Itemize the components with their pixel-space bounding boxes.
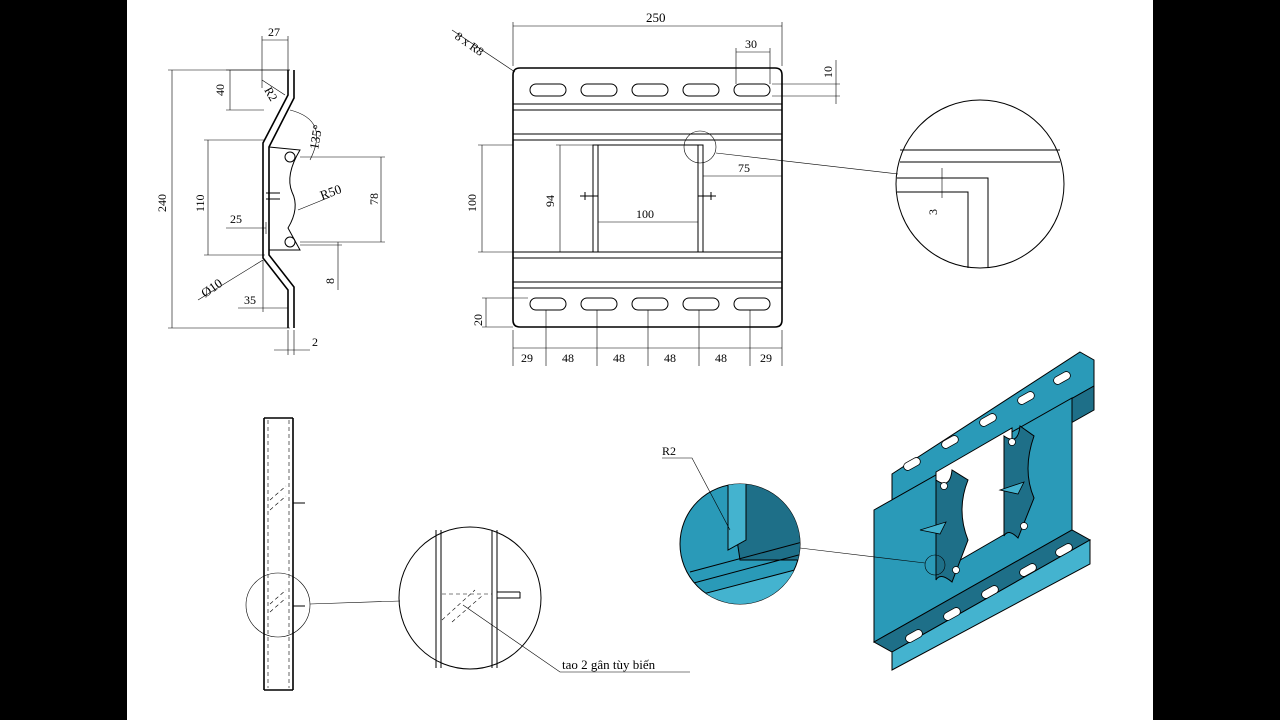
dim-inner-width: 100 [636,207,654,221]
section-view: tao 2 gân tùy biến [245,417,690,691]
dim-top-width: 27 [268,25,280,39]
front-view: 250 8 x R8 30 10 100 94 100 75 20 29 48 … [451,10,840,366]
iso-bracket-holes [940,438,1028,574]
dim-top-height: 40 [213,84,227,96]
dim-front-width: 250 [646,10,666,25]
dim-thickness: 2 [312,335,318,349]
dim-spacing-6: 29 [760,351,772,365]
iso-bottom-flange [891,539,1091,671]
section-hidden-lines [267,420,290,688]
iso-bracket-right [1003,425,1035,539]
dim-iso-fillet: R2 [662,444,676,458]
dim-spacing-1: 29 [521,351,533,365]
dim-inner-height: 94 [543,195,557,207]
dim-slot-length: 30 [745,37,757,51]
dim-slot-count: 8 x R8 [452,29,486,59]
section-detail-geometry [435,530,521,668]
section-leader [309,600,401,605]
rib-note: tao 2 gân tùy biến [562,657,656,672]
dim-arc-radius: R50 [318,181,343,203]
dim-offset: 25 [230,212,242,226]
detail-callout-circle [683,130,717,164]
dim-slot-width: 10 [821,66,835,78]
detail-leader [715,152,899,175]
dim-spacing-4: 48 [664,351,676,365]
bracket-profile [268,146,301,251]
front-slots-bottom [529,297,771,311]
front-slots-top [529,83,771,97]
iso-callout-circle [924,554,946,576]
front-window-flanges [597,145,699,252]
drawing-sheet: 27 40 R2 135° 240 110 78 R50 25 Ø10 8 35… [127,0,1153,720]
front-outline [512,67,783,328]
section-detail-circle [398,526,542,670]
section-callout-circle [245,572,311,638]
dim-bottom-offset: 8 [323,278,337,284]
side-view: 27 40 R2 135° 240 110 78 R50 25 Ø10 8 35… [155,25,385,355]
isometric-view: R2 [662,351,1095,671]
detail-view: 3 [715,99,1065,269]
iso-leader [799,547,926,564]
dim-spacing-3: 48 [613,351,625,365]
dim-angle: 135° [306,124,325,151]
iso-ribs [919,481,1025,535]
dim-hole: Ø10 [198,275,225,300]
side-profile [262,70,295,328]
dim-fillet: R2 [261,85,280,104]
dim-edge-offset: 75 [738,161,750,175]
iso-slots-bottom [905,543,1073,643]
iso-fillet-leader [662,457,731,531]
iso-bracket-left [935,469,969,583]
rib-note-leader [462,604,690,673]
front-ribs [580,192,716,200]
dim-bottom-width: 35 [244,293,256,307]
section-outline [263,417,294,691]
dim-slot-span: 78 [367,193,381,205]
iso-detail [679,483,801,605]
iso-slots-top [903,371,1071,471]
front-window [592,144,704,253]
dim-total-height: 240 [155,194,169,212]
bracket-hole-top [284,151,296,163]
section-rib-hidden [269,485,287,613]
dim-spacing-5: 48 [715,351,727,365]
detail-circle [895,99,1065,269]
detail-geometry [897,149,1060,268]
technical-drawing: 27 40 R2 135° 240 110 78 R50 25 Ø10 8 35… [155,10,1095,691]
dim-front-height: 100 [465,194,479,212]
bracket-rib [266,192,280,200]
section-rib-tabs [293,502,305,607]
dim-spacing-2: 48 [562,351,574,365]
dim-mid-height: 110 [193,194,207,212]
section-detail-hidden [441,589,492,623]
dim-slot-offset: 20 [471,314,485,326]
dim-detail-depth: 3 [926,209,940,215]
bracket-hole-bottom [284,236,296,248]
